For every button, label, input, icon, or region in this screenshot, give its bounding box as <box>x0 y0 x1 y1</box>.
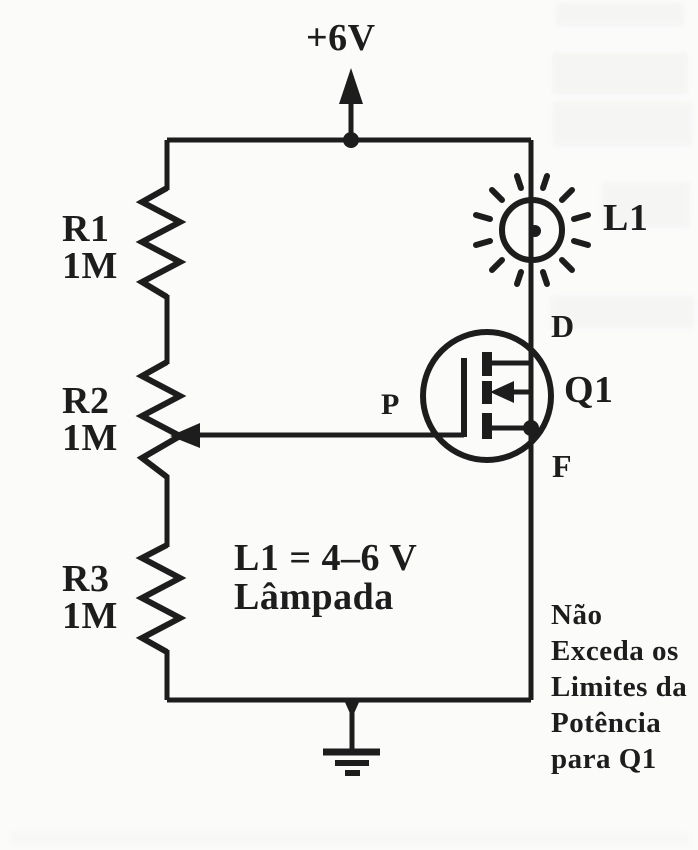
transistor-body-circle <box>420 329 554 463</box>
bleed-through-artifact <box>10 832 690 846</box>
wiper-arrow-head <box>170 423 200 448</box>
transistor-pin-drain-label: D <box>551 308 575 344</box>
supply-arrow-head <box>339 68 363 104</box>
lamp-note-line-1: L1 = 4–6 V <box>234 537 418 579</box>
resistor-r3-label: R3 1M <box>62 558 118 637</box>
lamp-ref-label: L1 <box>603 197 649 239</box>
transistor-body-arrow <box>490 381 514 403</box>
resistor-r1-label: R1 1M <box>62 208 118 287</box>
resistor-r2-value: 1M <box>62 417 118 459</box>
lamp-note-line-2: Lâmpada <box>234 576 394 618</box>
warning-line-3: Limites da <box>551 671 688 703</box>
power-warning-note: Não Exceda os Limites da Potência para Q… <box>551 597 687 777</box>
lamp-filament-dot <box>529 225 541 237</box>
transistor-pin-source-label: F <box>552 448 573 484</box>
bleed-through-artifact <box>602 182 690 228</box>
resistor-r1-value: 1M <box>62 245 118 287</box>
warning-line-5: para Q1 <box>551 743 657 775</box>
warning-line-2: Exceda os <box>551 635 679 667</box>
bleed-through-artifact <box>552 52 688 94</box>
resistor-r3-symbol <box>135 542 187 655</box>
transistor-ref-label: Q1 <box>564 369 614 411</box>
bleed-through-artifact <box>556 2 684 26</box>
warning-line-4: Potência <box>551 707 662 739</box>
lamp-symbol <box>499 197 565 263</box>
bleed-through-artifact <box>550 296 694 328</box>
junction-dot <box>523 420 539 436</box>
bleed-through-artifact <box>552 102 692 146</box>
wiper-pin-label: P <box>381 388 400 421</box>
warning-line-1: Não <box>551 599 603 631</box>
resistor-r2-label: R2 1M <box>62 380 118 459</box>
lamp-rays <box>473 173 591 287</box>
junction-dot <box>343 132 359 148</box>
resistor-r3-value: 1M <box>62 595 118 637</box>
lamp-note: L1 = 4–6 V Lâmpada <box>234 539 417 617</box>
resistor-r2-ref: R2 <box>62 380 110 422</box>
resistor-r3-ref: R3 <box>62 558 110 600</box>
resistor-r2-symbol <box>135 359 187 480</box>
resistor-r1-symbol <box>135 185 187 300</box>
resistor-r1-ref: R1 <box>62 208 110 250</box>
supply-voltage-label: +6V <box>306 17 376 59</box>
